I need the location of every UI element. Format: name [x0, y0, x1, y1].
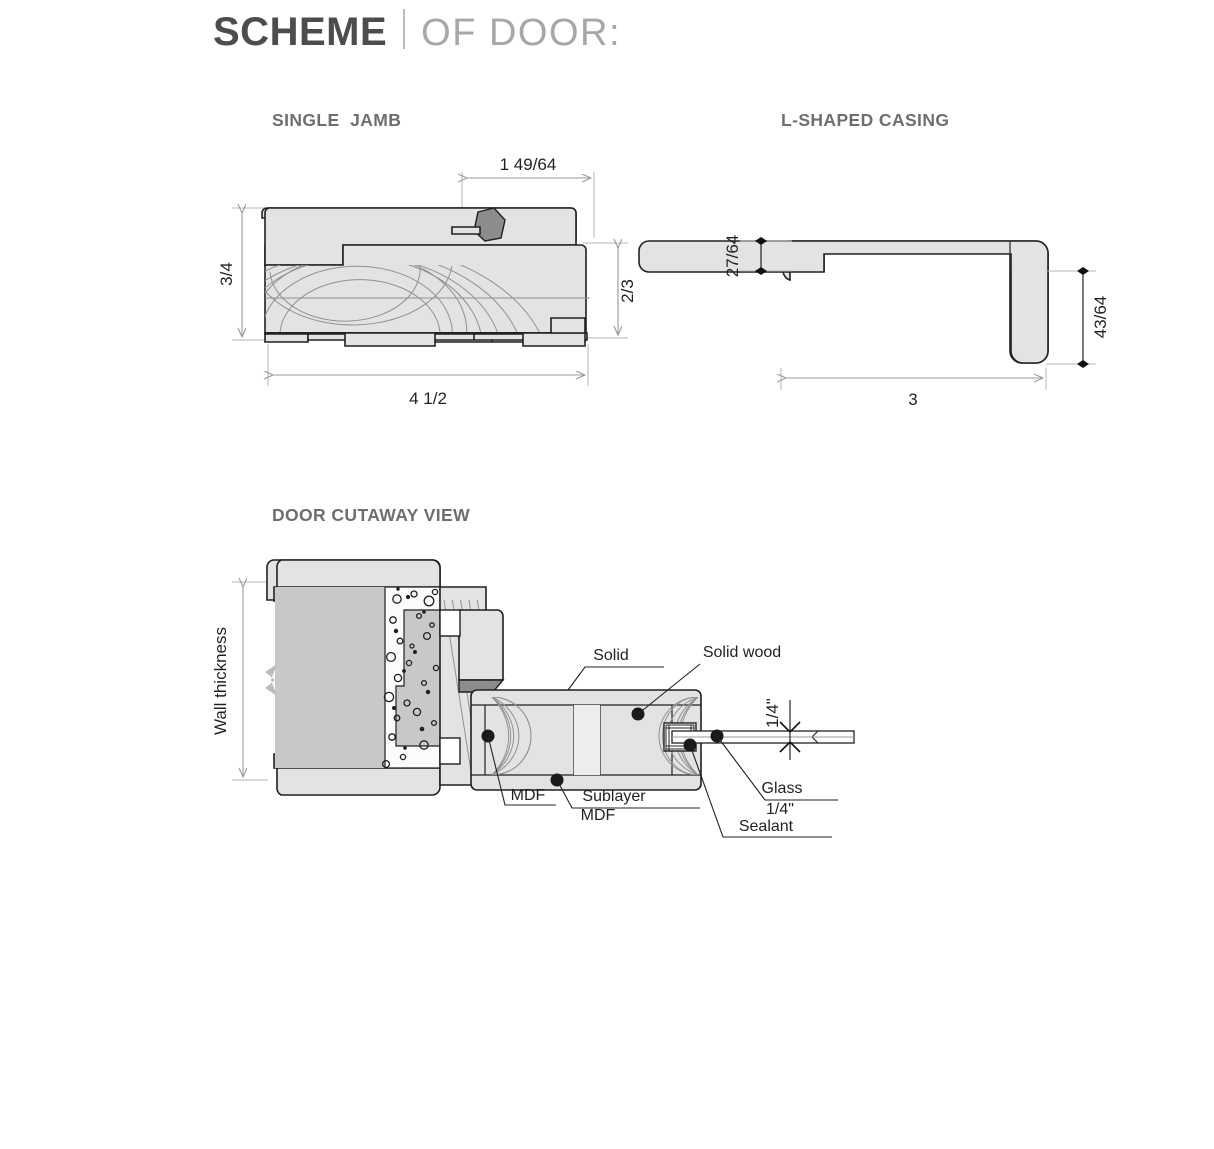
dimension-casing-left: 27/64	[723, 235, 792, 278]
callout-label-sealant: Sealant	[739, 818, 794, 835]
dimension-label-glass-thickness: 1/4"	[763, 698, 782, 728]
page-title: SCHEME OF DOOR:	[213, 5, 621, 55]
cutaway-wall-block	[275, 587, 447, 768]
jamb-base-profile	[264, 332, 586, 347]
dimension-label-wall-thickness: Wall thickness	[211, 627, 230, 735]
section-heading-l-shaped-casing: L-SHAPED CASING	[781, 110, 950, 130]
section-heading-single-jamb: SINGLE JAMB	[272, 110, 402, 130]
callout-label-solid: Solid	[593, 647, 629, 664]
dimension-casing-right: 43/64	[1046, 267, 1110, 368]
dimension-jamb-left: 3/4	[217, 208, 272, 341]
dimension-label-casing-left: 27/64	[723, 235, 742, 278]
callout-solid-wood: Solid wood	[631, 644, 781, 721]
callout-mdf-left: MDF	[481, 729, 556, 806]
dimension-label-casing-right: 43/64	[1091, 296, 1110, 339]
callout-glass: Glass	[710, 729, 838, 801]
dimension-wall-thickness: Wall thickness	[211, 582, 268, 781]
section-heading-door-cutaway-view: DOOR CUTAWAY VIEW	[272, 505, 471, 525]
callout-sealant: Sealant	[683, 738, 832, 838]
cutaway-jamb-stop	[458, 609, 504, 681]
dimension-label-jamb-top: 1 49/64	[500, 155, 557, 174]
dimension-label-jamb-left: 3/4	[217, 262, 236, 286]
cutaway-notch-top	[439, 609, 461, 637]
dimension-casing-bottom: 3	[781, 368, 1047, 409]
callout-label-solid-wood: Solid wood	[703, 644, 781, 661]
callout-label-mdf-left: MDF	[511, 787, 546, 804]
callout-solid: Solid	[567, 647, 664, 691]
l-shaped-casing-drawing: 27/64 43/64 3	[638, 235, 1110, 409]
dimension-label-jamb-bottom: 4 1/2	[409, 389, 447, 408]
door-grain-block-a	[491, 697, 532, 775]
callout-label-glass-size: 1/4"	[766, 801, 794, 818]
cutaway-notch-bottom	[439, 737, 461, 765]
callout-label-sublayer: Sublayer	[582, 788, 646, 805]
door-cutaway-drawing: Wall thickness	[211, 559, 855, 838]
title-scheme: SCHEME	[213, 10, 388, 54]
single-jamb-drawing: 1 49/64 3/4 2/3 4 1/2	[217, 155, 637, 408]
door-sublayer-block	[574, 705, 600, 775]
jamb-right-step	[550, 317, 586, 334]
dimension-jamb-bottom: 4 1/2	[268, 344, 589, 408]
dimension-glass-thickness: 1/4"	[763, 698, 801, 760]
dimension-label-jamb-right: 2/3	[618, 279, 637, 303]
jamb-gasket-slot	[451, 226, 481, 235]
casing-profile-body	[638, 240, 1049, 364]
dimension-jamb-right: 2/3	[583, 243, 637, 339]
callout-label-mdf-bottom: MDF	[581, 807, 616, 824]
title-of-door: OF DOOR:	[421, 12, 622, 54]
cutaway-break-symbol	[265, 664, 277, 696]
callout-label-glass: Glass	[762, 780, 803, 797]
callout-sublayer: Sublayer	[550, 773, 700, 809]
title-divider	[403, 9, 406, 49]
dimension-jamb-top: 1 49/64	[462, 155, 595, 238]
cutaway-foam-bubbles	[381, 587, 440, 769]
dimension-label-casing-bottom: 3	[908, 390, 917, 409]
jamb-wood-grain	[265, 265, 590, 333]
